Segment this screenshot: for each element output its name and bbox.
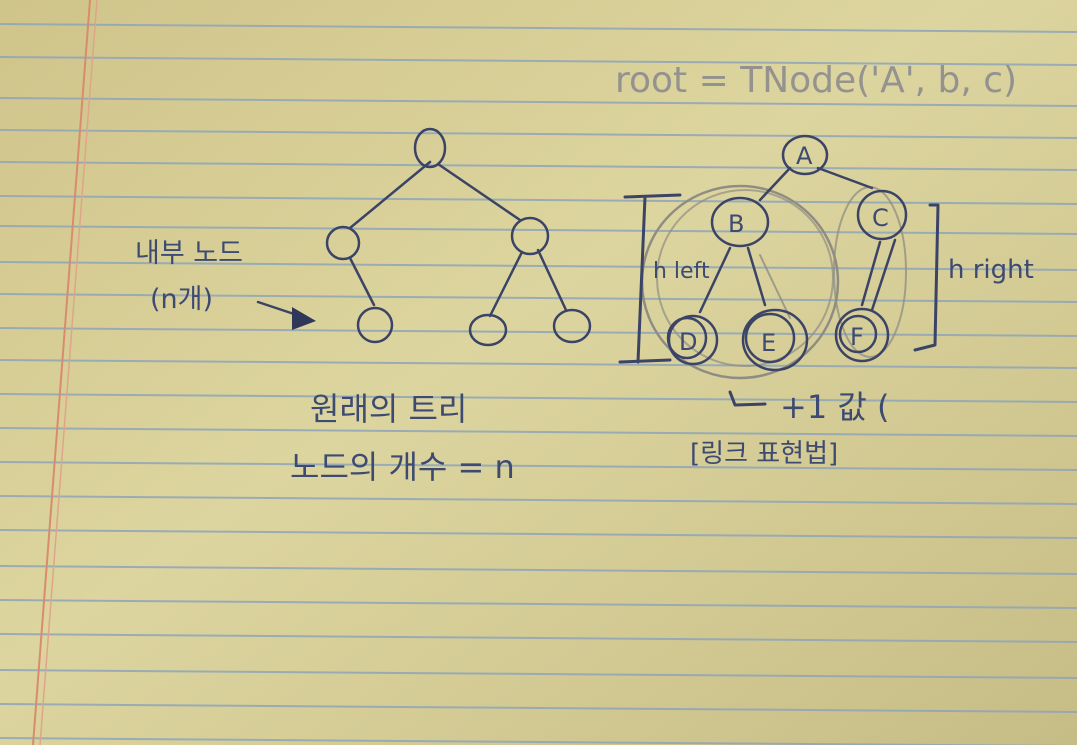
- rule-line: [0, 495, 1077, 505]
- rule-line: [0, 669, 1077, 679]
- rule-line: [0, 195, 1077, 205]
- edge: [746, 246, 767, 307]
- rule-line: [0, 461, 1077, 471]
- node-label-b: B: [728, 210, 744, 238]
- tree-node-f: [834, 307, 890, 363]
- tree-node: [510, 216, 550, 256]
- tree-node: [552, 308, 592, 344]
- subtree-outline: [656, 189, 834, 367]
- rule-line: [0, 703, 1077, 713]
- tree-node-root: [413, 127, 447, 169]
- left-tree: [256, 127, 592, 347]
- edge: [488, 250, 524, 318]
- margin-line: [32, 0, 91, 745]
- tree-node: [356, 306, 394, 344]
- rule-line: [0, 599, 1077, 609]
- rule-line: [0, 293, 1077, 303]
- node-label-e: E: [761, 329, 776, 357]
- tree-node-e: [744, 312, 796, 364]
- node-label-d: D: [679, 328, 697, 356]
- tree-node-d: [666, 316, 708, 360]
- bracket-note: [링크 표현법]: [690, 439, 838, 469]
- arrow-icon: [256, 300, 316, 330]
- rule-line: [0, 261, 1077, 271]
- edge: [870, 238, 897, 312]
- rule-line: [0, 97, 1077, 107]
- rule-line: [0, 633, 1077, 643]
- edge: [536, 248, 568, 312]
- internal-node-count: (n개): [150, 284, 213, 315]
- rule-line: [0, 23, 1077, 33]
- node-label-f: F: [850, 323, 864, 351]
- right-tree: A B C D E F: [618, 134, 940, 407]
- tree-node-a: [781, 134, 829, 176]
- edge: [758, 166, 792, 202]
- edge: [348, 160, 432, 230]
- rule-line: [0, 529, 1077, 539]
- rule-line: [0, 393, 1077, 403]
- height-brackets: [618, 193, 940, 407]
- height-right-label: h right: [948, 255, 1034, 285]
- tree-node-c: [856, 189, 908, 241]
- rule-line: [0, 427, 1077, 437]
- tree-node-b: [710, 196, 770, 248]
- edge: [860, 240, 882, 307]
- edge: [698, 246, 732, 314]
- node-label-a: A: [796, 142, 813, 170]
- rule-line: [0, 565, 1077, 575]
- tree-node-e: [741, 308, 809, 372]
- top-code-text: root = TNode('A', b, c): [615, 60, 1017, 101]
- caption-line1: 원래의 트리: [310, 390, 467, 428]
- tree-node: [468, 313, 508, 347]
- node-label-c: C: [872, 204, 889, 232]
- rule-line: [0, 129, 1077, 139]
- edge: [816, 166, 874, 190]
- margin-line: [39, 0, 98, 745]
- height-left-label: h left: [653, 259, 710, 284]
- rule-line: [0, 56, 1077, 66]
- edge: [348, 256, 376, 307]
- tree-node-f: [838, 314, 878, 354]
- tree-node: [325, 225, 361, 261]
- rule-line: [0, 359, 1077, 369]
- rule-line: [0, 161, 1077, 171]
- rule-line: [0, 327, 1077, 337]
- internal-node-label: 내부 노드: [135, 238, 243, 269]
- edge: [436, 162, 522, 222]
- caption-line2: 노드의 개수 = n: [290, 448, 515, 486]
- plus-one-text: +1 값 (: [780, 388, 889, 426]
